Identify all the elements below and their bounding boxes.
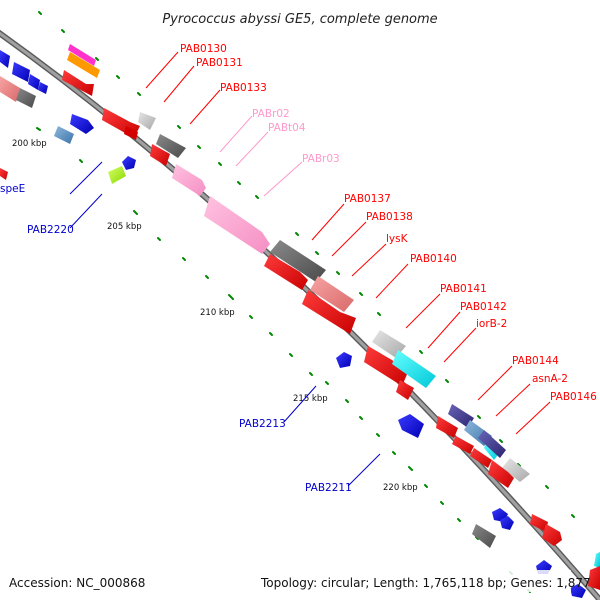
forward-features — [62, 44, 600, 590]
gene-arrow-PAB0141 — [364, 346, 408, 386]
gene-arrow-PAB0130 — [62, 70, 94, 96]
genome-summary-text: Topology: circular; Length: 1,765,118 bp… — [260, 576, 591, 590]
gene-arrow-PAB2211 — [398, 414, 424, 438]
gene-arrow-iorB2 — [396, 380, 414, 400]
gene-arrow-PAB0146 — [502, 458, 530, 482]
gene-arrow-PAB0142 — [392, 350, 436, 388]
kbp-label-210: 210 kbp — [200, 308, 235, 318]
gene-label-PAB0130[interactable]: PAB0130 — [180, 43, 227, 55]
inner-ticks — [36, 127, 531, 593]
gene-arrow-PAB2220 — [108, 166, 126, 184]
gene-label-PAB0131[interactable]: PAB0131 — [196, 57, 243, 69]
gene-label-PABr02[interactable]: PABr02 — [252, 108, 290, 120]
gene-label-PABt04[interactable]: PABt04 — [268, 122, 306, 134]
gene-label-PAB0133[interactable]: PAB0133 — [220, 82, 267, 94]
gene-label-PAB0144[interactable]: PAB0144 — [512, 355, 559, 367]
gene-arrow-lysK — [302, 290, 356, 334]
gene-arrow-PAB0138 — [310, 276, 354, 312]
gene-label-PAB0138[interactable]: PAB0138 — [366, 211, 413, 223]
gene-labels-reverse: speE PAB2220 PAB2213 PAB2211 — [0, 183, 352, 494]
gene-labels-forward: PAB0130 PAB0131 PAB0133 PABr02 PABt04 PA… — [180, 43, 597, 403]
kbp-label-205: 205 kbp — [107, 222, 142, 232]
kbp-label-200: 200 kbp — [12, 139, 47, 149]
gene-label-PABr03[interactable]: PABr03 — [302, 153, 340, 165]
label-leaders — [69, 51, 551, 487]
genome-backbone — [0, 29, 600, 600]
gene-label-PAB0137[interactable]: PAB0137 — [344, 193, 391, 205]
gene-label-PAB2220[interactable]: PAB2220 — [27, 224, 74, 236]
gene-label-PAB2213[interactable]: PAB2213 — [239, 418, 286, 430]
reverse-features — [0, 50, 586, 598]
gene-label-speE[interactable]: speE — [0, 183, 25, 195]
gene-label-iorB2[interactable]: iorB-2 — [476, 318, 507, 330]
gene-label-asnA2[interactable]: asnA-2 — [532, 373, 568, 385]
kbp-label-215: 215 kbp — [293, 394, 328, 404]
gene-label-PAB0141[interactable]: PAB0141 — [440, 283, 487, 295]
gene-arrow-PABr03 — [204, 196, 270, 254]
kbp-label-220: 220 kbp — [383, 483, 418, 493]
gene-arrow-PAB0133 — [156, 134, 186, 158]
gene-label-PAB2211[interactable]: PAB2211 — [305, 482, 352, 494]
gene-arrow-PABr02 — [172, 164, 206, 196]
gene-arrow-PAB0137 — [270, 240, 326, 282]
outer-ticks — [38, 11, 575, 518]
gene-label-lysK[interactable]: lysK — [386, 233, 409, 245]
gene-label-PAB0142[interactable]: PAB0142 — [460, 301, 507, 313]
accession-text: Accession: NC_000868 — [9, 576, 145, 590]
gene-label-PAB0140[interactable]: PAB0140 — [410, 253, 457, 265]
gene-arrow-PAB0144 — [448, 404, 474, 428]
gene-label-PAB0146[interactable]: PAB0146 — [550, 391, 597, 403]
map-title: Pyrococcus abyssi GE5, complete genome — [162, 12, 437, 27]
gene-arrow-PAB2213 — [336, 352, 352, 368]
gene-arrow-PAB0140 — [372, 330, 406, 358]
